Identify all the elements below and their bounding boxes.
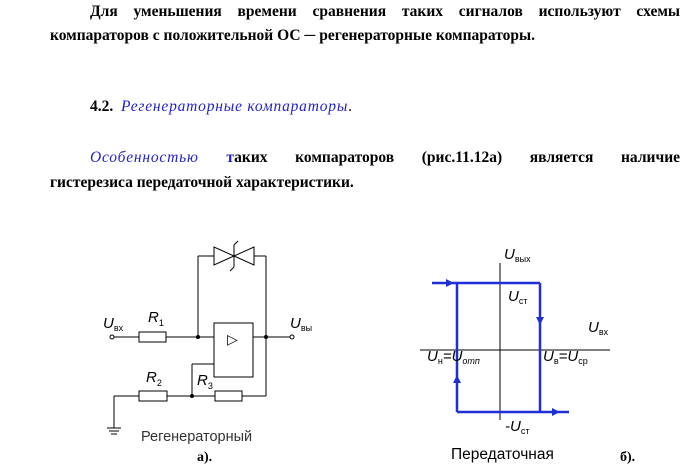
u-in-label: Uвх: [103, 315, 124, 333]
paragraph-2-line-2: гистерезиса передаточной характеристики.: [50, 174, 354, 191]
transfer-graph: [420, 263, 610, 420]
section-number: 4.2.: [90, 98, 114, 115]
arrow-right: [536, 317, 544, 325]
resistor-r1: [138, 331, 167, 343]
r3-label: R3: [197, 372, 213, 391]
resistor-r3: [214, 390, 243, 402]
opamp-box: [213, 322, 254, 378]
section-title-period: .: [348, 98, 352, 115]
output-terminal: [289, 334, 295, 340]
circuit-diagram: [107, 240, 295, 435]
arrow-left: [453, 375, 461, 383]
u-st-label: Uст: [508, 288, 527, 306]
circuit-caption: Регенераторный: [141, 429, 252, 445]
y-axis-label: Uвых: [504, 246, 531, 264]
arrow-bottom: [552, 408, 560, 416]
zener-bar-tip-bottom: [229, 266, 235, 272]
r1-label: R1: [148, 309, 164, 328]
resistor-r2: [138, 390, 168, 402]
r2-label: R2: [146, 369, 162, 388]
paragraph-2-lead-letter: т: [226, 149, 235, 166]
graph-label: б).: [620, 450, 635, 465]
arrow-top: [446, 279, 454, 287]
circuit-label: а).: [197, 450, 212, 465]
graph-caption: Передаточная: [451, 446, 554, 463]
input-terminal: [109, 334, 115, 340]
paragraph-1-line-1: Для уменьшения времени сравнения таких с…: [90, 3, 680, 20]
paragraph-2-line-1-rest: аких компараторов (рис.11.12а) является …: [234, 149, 680, 166]
zener-diode-right: [232, 246, 255, 266]
paragraph-1-line-2: компараторов с положительной ОС ─ регене…: [50, 27, 535, 44]
zener-diode-left: [213, 246, 236, 266]
minus-u-st-label: -Uст: [505, 418, 529, 436]
u-v-label: Uв=Uср: [543, 348, 588, 366]
section-heading: 4.2. Регенераторные компараторы.: [90, 96, 352, 118]
paragraph-2-lead: Особенностью: [90, 149, 199, 166]
u-out-label: Uвы: [290, 315, 312, 333]
x-axis-label: Uвх: [588, 319, 609, 337]
opamp-symbol: ▷: [227, 332, 238, 348]
u-n-label: Uн=Uотп: [427, 348, 480, 366]
zener-bar-tip-top: [233, 240, 239, 246]
section-title: Регенераторные компараторы: [121, 98, 349, 115]
paragraph-2-line-1: Особенностью таких компараторов (рис.11.…: [90, 147, 680, 169]
